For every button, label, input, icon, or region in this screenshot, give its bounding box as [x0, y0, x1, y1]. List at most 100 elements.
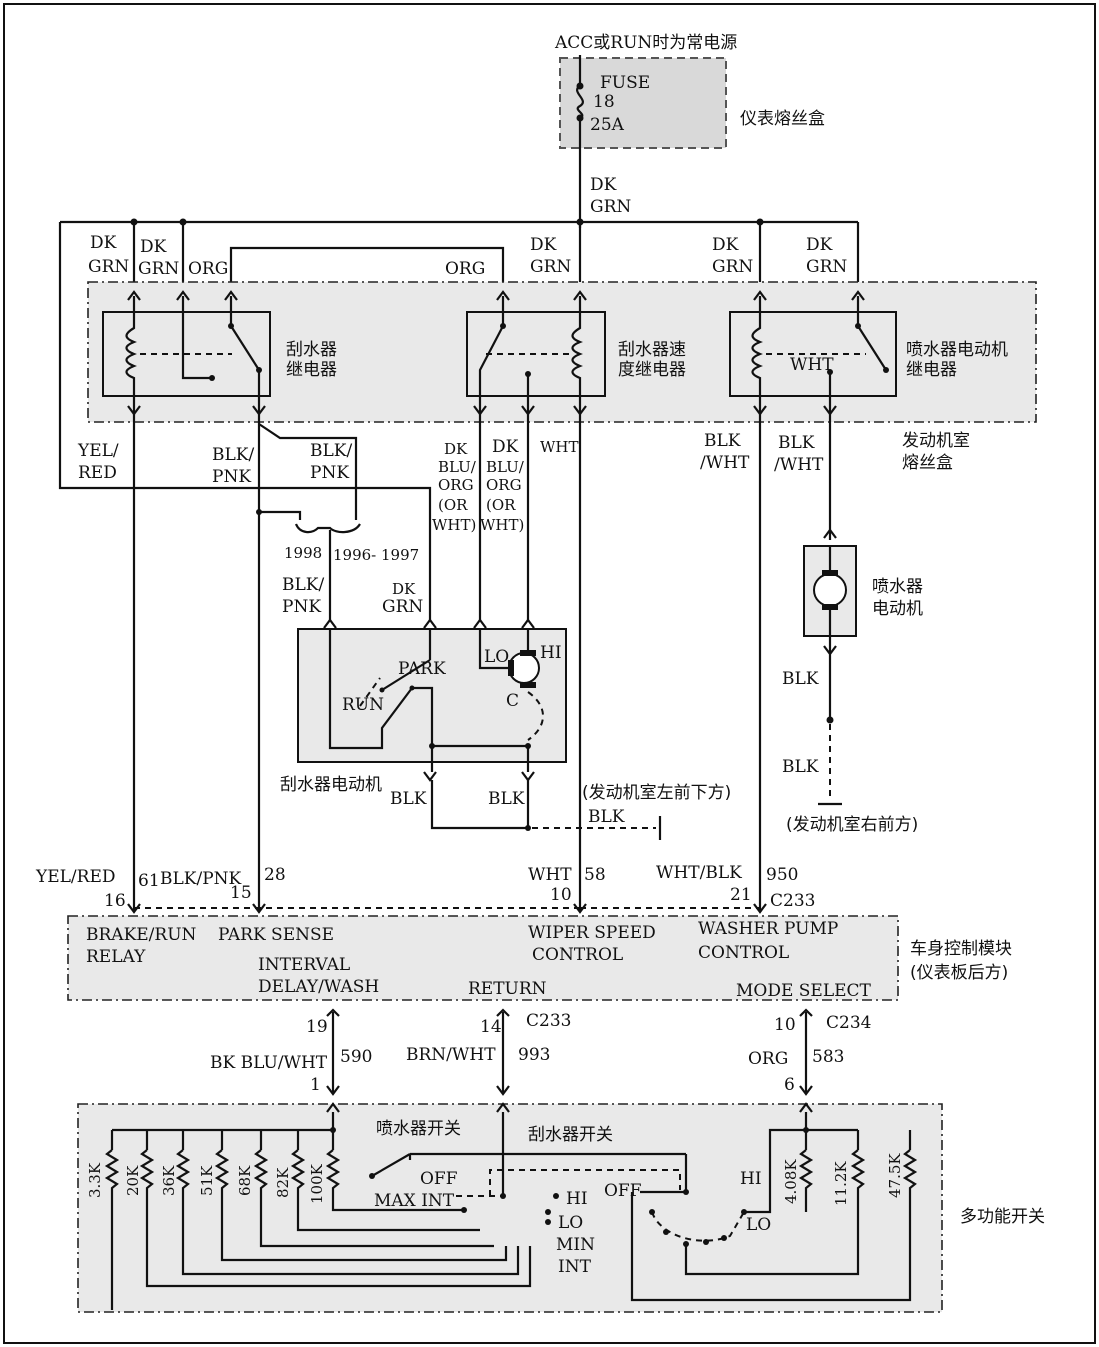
- pin-number: 15: [230, 883, 252, 903]
- connector-arrows: [127, 290, 865, 301]
- circuit-number: 950: [766, 865, 798, 885]
- wiper-relay: 刮水器 继电器: [102, 296, 337, 412]
- connector-id: C234: [826, 1013, 871, 1033]
- bcm-terminal-label: BRAKE/RUN: [86, 925, 197, 945]
- fuse-terminal: [576, 114, 584, 122]
- multifunction-switch: [77, 1103, 943, 1313]
- pin-number: 16: [104, 891, 126, 911]
- circuit-number: 28: [264, 865, 286, 885]
- svg-text:LO: LO: [746, 1215, 771, 1235]
- wire-color: ORG: [748, 1049, 788, 1069]
- splice-dot: [525, 825, 531, 831]
- wire-color: BLK: [488, 789, 525, 809]
- page-border: [3, 3, 1096, 1344]
- svg-text:82K: 82K: [274, 1167, 292, 1198]
- engine-fuse-box-label: 发动机室: [902, 431, 970, 451]
- wire-color: PNK: [282, 597, 321, 617]
- power-source-label: ACC或RUN时为常电源: [554, 33, 737, 53]
- svg-text:68K: 68K: [236, 1165, 254, 1196]
- fuse-label: FUSE: [600, 73, 650, 93]
- speed-relay-label: 度继电器: [618, 360, 686, 380]
- bcm-terminal-label: RETURN: [468, 979, 547, 999]
- common-brush-label: C: [506, 691, 519, 711]
- wire-color: (OR: [486, 496, 516, 514]
- ground-location-label: (发动机室左前下方): [582, 783, 731, 803]
- washer-relay-label: 喷水器电动机: [906, 340, 1008, 360]
- bcm-terminal-label: RELAY: [86, 947, 146, 967]
- washer-pump-motor: 喷水器 电动机: [803, 528, 923, 720]
- pin-number: 1: [310, 1075, 321, 1095]
- wire-color: DK: [806, 235, 833, 255]
- junction-dot: [130, 218, 138, 226]
- connector-arrows: [326, 1102, 813, 1113]
- interval-resistor-ladder: 3.3K 20K 36K 51K 68K 82K 100K: [86, 1112, 532, 1310]
- wire-color: GRN: [590, 197, 631, 217]
- fuse-terminal: [576, 82, 584, 90]
- dk-grn-bus: [58, 220, 858, 620]
- bcm-terminal-label: DELAY/WASH: [258, 977, 379, 997]
- junction-dot: [756, 218, 764, 226]
- wire-color: DK: [590, 175, 617, 195]
- fuse-number: 18: [593, 92, 615, 112]
- wire-color: ORG: [486, 476, 522, 494]
- connector-arrows: [127, 903, 767, 914]
- bcm-terminal-label: MODE SELECT: [736, 981, 872, 1001]
- wire-color: BLK/PNK: [160, 869, 242, 889]
- svg-text:20K: 20K: [124, 1165, 142, 1196]
- wire-color: BLK: [588, 807, 625, 827]
- speed-relay-label: 刮水器速: [618, 340, 686, 360]
- svg-text:47.5K: 47.5K: [886, 1153, 904, 1198]
- svg-text:MAX INT: MAX INT: [374, 1191, 455, 1211]
- svg-text:11.2K: 11.2K: [832, 1161, 850, 1206]
- wire-color: BLK/: [310, 441, 352, 461]
- circuit-number: 61: [138, 871, 160, 891]
- switch-feed-wires: [331, 1012, 808, 1092]
- park-contact-label: PARK: [398, 659, 446, 679]
- body-control-module: [67, 915, 899, 1001]
- svg-text:HI: HI: [566, 1189, 588, 1209]
- circuit-number: 590: [340, 1047, 372, 1067]
- park-sense-wires: [258, 423, 358, 520]
- wiper-relay-label: 刮水器: [286, 340, 337, 360]
- washer-motor-label: 喷水器: [872, 577, 923, 597]
- wire-color: GRN: [712, 257, 753, 277]
- wire-color: GRN: [382, 597, 423, 617]
- instrument-fuse-box: [559, 57, 727, 149]
- connector-arrows: [326, 1085, 813, 1096]
- bcm-terminal-label: CONTROL: [532, 945, 623, 965]
- wire-color: BLK: [782, 669, 819, 689]
- hi-brush-label: HI: [540, 643, 562, 663]
- wire-color: PNK: [310, 463, 349, 483]
- wire-color: WHT): [480, 516, 524, 534]
- wire-color: BLK: [778, 433, 815, 453]
- circuit-number: 993: [518, 1045, 550, 1065]
- delay-select-switch: OFF MAX INT HI LO MIN INT: [369, 1112, 689, 1277]
- junction-dot: [576, 218, 584, 226]
- wire-color: /WHT: [774, 455, 824, 475]
- wiper-relay-label: 继电器: [286, 360, 337, 380]
- dk-grn-branches: [132, 222, 860, 290]
- wire-color: DK: [712, 235, 739, 255]
- wire-color: DK: [90, 233, 117, 253]
- washer-switch-label: 喷水器开关: [376, 1119, 461, 1139]
- wiper-motor-label: 刮水器电动机: [280, 775, 382, 795]
- ground-location-label: (发动机室右前方): [786, 815, 918, 835]
- junction-dot: [256, 509, 262, 515]
- svg-text:51K: 51K: [198, 1165, 216, 1196]
- svg-text:100K: 100K: [308, 1163, 326, 1204]
- bcm-terminal-label: INTERVAL: [258, 955, 350, 975]
- wiper-motor: PARK RUN LO HI C 刮水器电动机: [280, 618, 567, 795]
- svg-text:LO: LO: [558, 1213, 583, 1233]
- wire-color: DK: [392, 580, 416, 598]
- wiper-speed-relay: 刮水器速 度继电器: [466, 296, 686, 412]
- washer-relay-label: 继电器: [906, 360, 957, 380]
- pin-number: 10: [774, 1015, 796, 1035]
- motor-ground-wires: [430, 780, 530, 830]
- washer-motor-label: 电动机: [872, 599, 923, 619]
- wire-color: BLK: [782, 757, 819, 777]
- fuse-rating: 25A: [590, 115, 625, 135]
- connector-id: C233: [526, 1011, 571, 1031]
- wire-color: BK BLU/WHT: [210, 1053, 328, 1073]
- bcm-name-label: 车身控制模块: [910, 939, 1012, 959]
